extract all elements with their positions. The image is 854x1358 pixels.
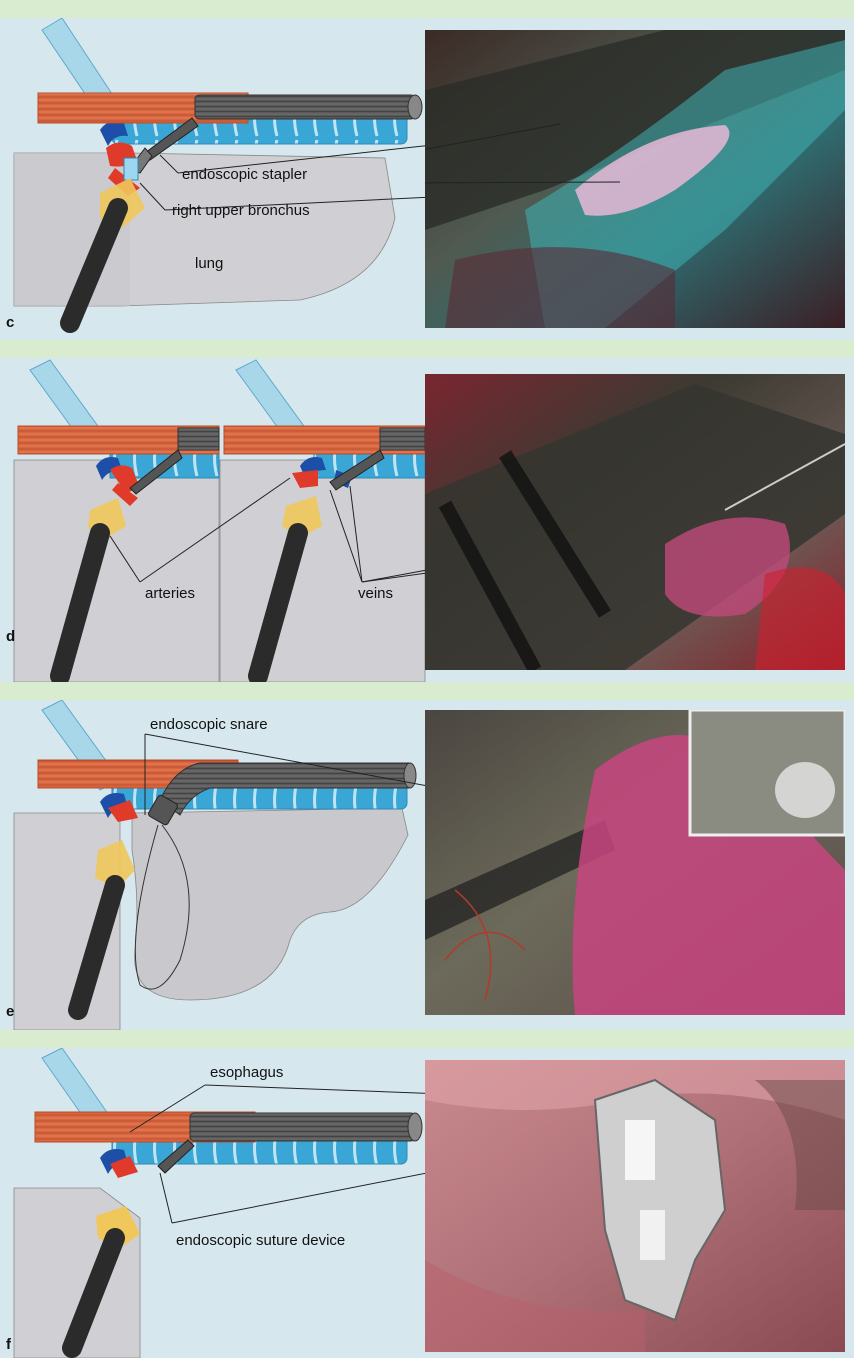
label-arteries: arteries	[145, 585, 195, 602]
endoscopic-photo-c	[425, 30, 845, 328]
panel-d: arteries veins d	[0, 358, 854, 682]
separator-stripe	[0, 682, 854, 700]
endoscopic-photo-f	[425, 1060, 845, 1352]
diagram-d-left	[14, 360, 219, 682]
panel-letter-c: c	[6, 314, 14, 331]
panel-letter-d: d	[6, 628, 15, 645]
label-endoscopic-stapler: endoscopic stapler	[182, 166, 307, 183]
endoscopic-photo-e	[425, 710, 845, 1015]
panel-letter-e: e	[6, 1003, 14, 1020]
label-endoscopic-snare: endoscopic snare	[150, 716, 268, 733]
label-right-upper-bronchus: right upper bronchus	[172, 202, 310, 219]
diagram-d-right	[220, 360, 425, 682]
suture-device-shaft	[190, 1113, 415, 1141]
panel-e: endoscopic snare e	[0, 700, 854, 1030]
separator-stripe	[0, 1030, 854, 1048]
separator-stripe	[0, 340, 854, 358]
label-esophagus: esophagus	[210, 1064, 283, 1081]
separator-stripe	[0, 0, 854, 18]
label-endoscopic-suture-device: endoscopic suture device	[176, 1232, 345, 1249]
bronchus	[124, 158, 138, 180]
label-veins: veins	[358, 585, 393, 602]
stapler-shaft	[195, 95, 415, 119]
panel-c: endoscopic stapler right upper bronchus …	[0, 18, 854, 340]
endoscopic-photo-d	[425, 374, 845, 670]
panel-f: esophagus endoscopic suture device f	[0, 1048, 854, 1358]
panel-letter-f: f	[6, 1336, 11, 1353]
label-lung: lung	[195, 255, 223, 272]
